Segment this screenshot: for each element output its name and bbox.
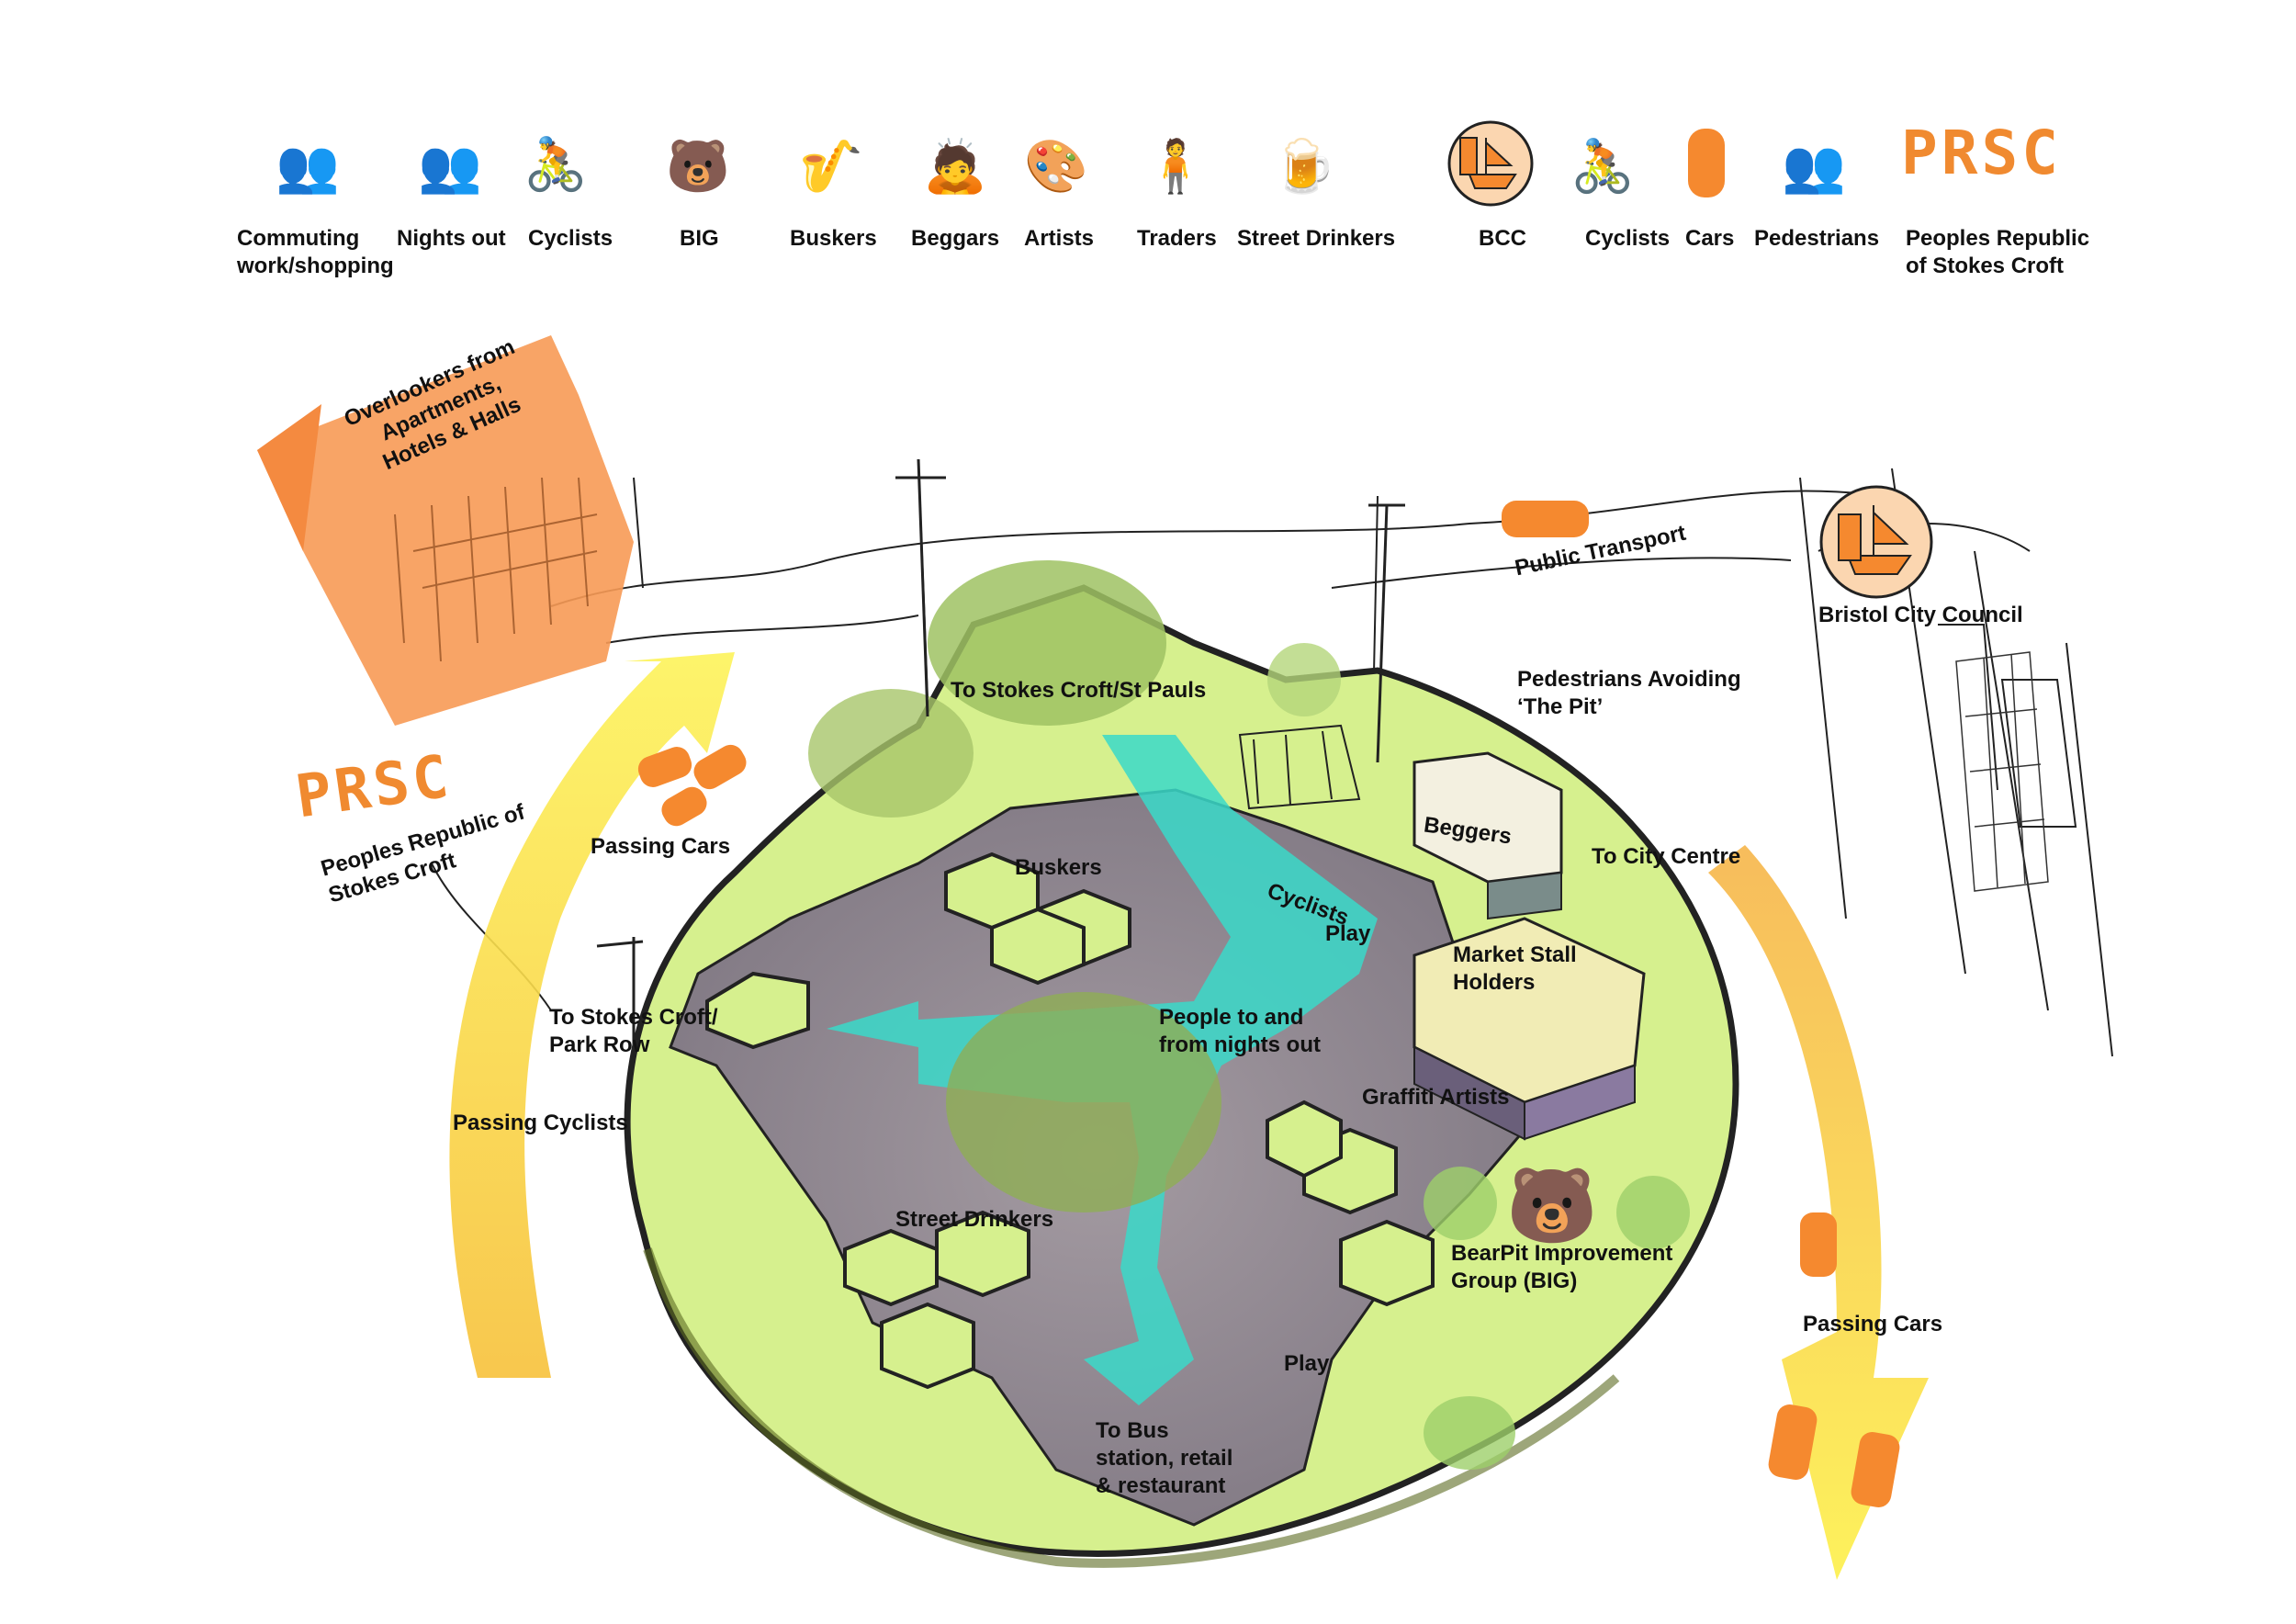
left-traffic-arrow	[449, 652, 735, 1378]
to-stokes-st-pauls-label: To Stokes Croft/St Pauls	[951, 678, 1207, 703]
street-sketch	[431, 458, 2113, 1057]
prsc-logo: PRSC	[1901, 118, 2062, 188]
legend-buskers: Buskers	[790, 226, 877, 251]
market-stall-holders-label: Market Stall Holders	[1453, 942, 1577, 995]
to-city-centre-label: To City Centre	[1592, 844, 1741, 869]
bearpit-big-label: BearPit Improvement Group (BIG)	[1451, 1241, 1673, 1293]
right-traffic-arrow	[1708, 845, 1929, 1580]
graffiti-artists-label: Graffiti Artists	[1362, 1085, 1510, 1110]
legend-nights-out: Nights out	[397, 226, 506, 251]
trader-icon: 🧍	[1143, 137, 1208, 197]
buskers-label: Buskers	[1015, 855, 1102, 880]
legend-street-drinkers: Street Drinkers	[1237, 226, 1396, 251]
legend-big: BIG	[680, 226, 719, 251]
legend-artists: Artists	[1024, 226, 1095, 251]
musicians-icon: 🎷	[799, 137, 863, 197]
walking-pair-icon: 👥	[276, 137, 340, 197]
walking-pair-icon: 👥	[418, 137, 482, 197]
legend-commuting: Commuting work/shopping	[237, 226, 394, 278]
bear-icon: 🐻	[1506, 1162, 1598, 1248]
people-nights-out-label: People to and from nights out	[1159, 1005, 1321, 1057]
legend-bcc: BCC	[1479, 226, 1526, 251]
trees	[808, 560, 1690, 1470]
passing-cars-left-label: Passing Cars	[591, 834, 731, 859]
overlookers-arrow	[257, 335, 634, 726]
legend-cars: Cars	[1685, 226, 1735, 251]
shelter	[1238, 724, 1361, 810]
beggers-building	[1412, 751, 1563, 920]
drinkers-icon: 🍺	[1272, 135, 1336, 197]
legend-cyclists-orange: Cyclists	[1585, 226, 1671, 251]
cars	[637, 501, 1900, 1507]
legend-cyclists-blue: Cyclists	[528, 226, 613, 251]
legend-beggars: Beggars	[911, 226, 1000, 251]
bear-icon: 🐻	[666, 135, 730, 197]
legend-traders: Traders	[1137, 226, 1217, 251]
legend-pedestrians: Pedestrians	[1754, 226, 1880, 251]
passing-cars-right-label: Passing Cars	[1803, 1312, 1943, 1336]
city-crest-icon	[1819, 485, 1933, 599]
pedestrians-avoiding-label: Pedestrians Avoiding ‘The Pit’	[1517, 667, 1741, 719]
building-grid	[1955, 651, 2049, 892]
play-top-label: Play	[1325, 921, 1371, 946]
passing-cyclists-label: Passing Cyclists	[453, 1111, 628, 1135]
to-bus-station-label: To Bus station, retail & restaurant	[1096, 1418, 1233, 1498]
cyclist-icon: 🚴	[1570, 137, 1635, 197]
legend-prsc: Peoples Republic of Stokes Croft	[1906, 226, 2090, 278]
hex-planters	[705, 851, 1435, 1390]
figures: 👥 👥 🚴 🐻 🎷 🙇 🎨 🧍 🍺 🚴 👥	[276, 135, 1846, 197]
car-icon	[1688, 129, 1725, 197]
lamp-posts	[596, 458, 1405, 1056]
cyclist-icon: 🚴	[523, 135, 588, 195]
artist-icon: 🎨	[1024, 135, 1088, 197]
bristol-city-council-label: Bristol City Council	[1818, 603, 2023, 627]
play-bottom-label: Play	[1284, 1351, 1330, 1376]
walking-pair-icon: 👥	[1782, 137, 1846, 197]
beggar-icon: 🙇	[923, 137, 987, 197]
to-stokes-park-row-label: To Stokes Croft/ Park Row	[549, 1005, 718, 1057]
city-crest-icon	[1447, 120, 1534, 207]
street-drinkers-label: Street Drinkers	[895, 1207, 1054, 1232]
market-building	[1412, 917, 1646, 1141]
